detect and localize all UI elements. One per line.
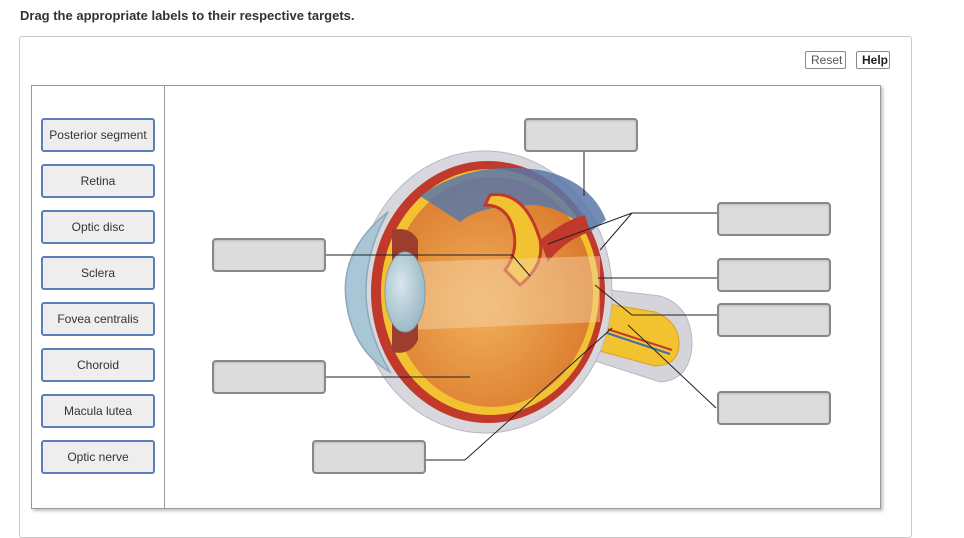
lens (384, 251, 426, 333)
section-plane (410, 256, 600, 330)
instruction-text: Drag the appropriate labels to their res… (20, 8, 355, 23)
drop-target-6[interactable] (717, 258, 831, 292)
drop-target-1[interactable] (524, 118, 638, 152)
retina-flap (482, 193, 543, 288)
label-chip-sclera[interactable]: Sclera (41, 256, 155, 290)
drop-target-3[interactable] (212, 360, 326, 394)
central-vessel-blue (597, 329, 671, 355)
label-chip-optic-nerve[interactable]: Optic nerve (41, 440, 155, 474)
label-chip-optic-disc[interactable]: Optic disc (41, 210, 155, 244)
vitreous-body (391, 177, 593, 407)
eye-anatomy-illustration (326, 150, 718, 461)
label-chip-retina[interactable]: Retina (41, 164, 155, 198)
label-chip-macula-lutea[interactable]: Macula lutea (41, 394, 155, 428)
label-chip-posterior-segment[interactable]: Posterior segment (41, 118, 155, 152)
drop-target-8[interactable] (717, 391, 831, 425)
drop-target-2[interactable] (212, 238, 326, 272)
choroid-flap (540, 215, 590, 262)
label-chip-choroid[interactable]: Choroid (41, 348, 155, 382)
label-chip-fovea-centralis[interactable]: Fovea centralis (41, 302, 155, 336)
leader-lines (326, 152, 718, 461)
cornea (344, 211, 393, 375)
reset-button[interactable]: Reset (805, 51, 846, 69)
help-button[interactable]: Help (856, 51, 890, 69)
drop-target-5[interactable] (717, 202, 831, 236)
label-bank (31, 85, 165, 509)
drop-target-7[interactable] (717, 303, 831, 337)
drop-target-4[interactable] (312, 440, 426, 474)
